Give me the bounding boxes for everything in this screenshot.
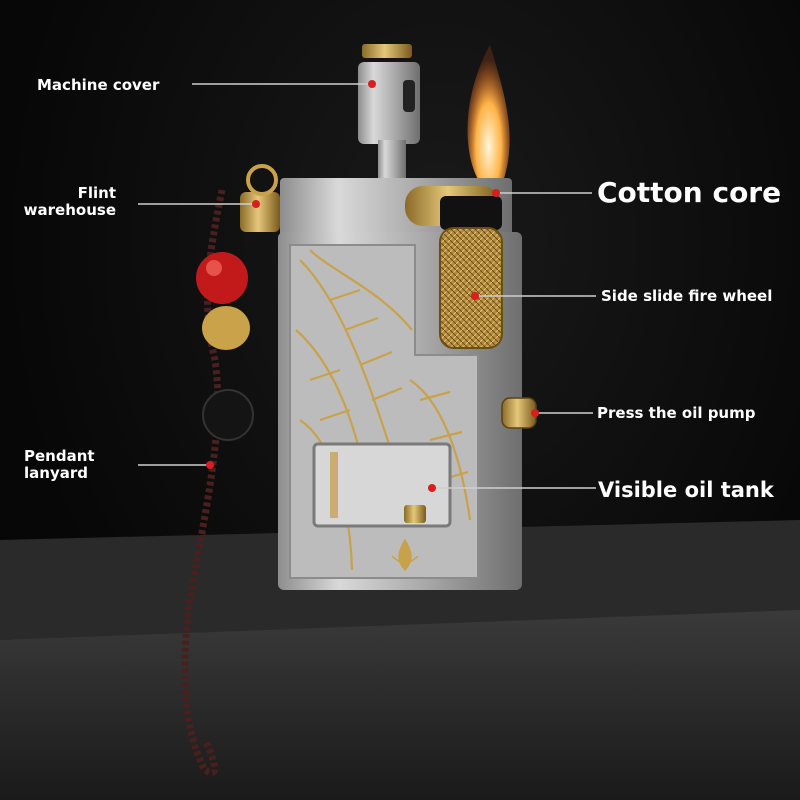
label-cotton-core: Cotton core [597, 176, 782, 209]
wheel-cap [440, 196, 502, 230]
fleur-de-lis-emblem [391, 538, 419, 572]
lanyard-ring [246, 164, 278, 196]
tank-fitting [404, 505, 426, 523]
label-pendant-lanyard: Pendant lanyard [24, 447, 95, 483]
cover-screw [362, 44, 412, 58]
callout-lines [138, 83, 596, 489]
label-flint-warehouse: Flint warehouse [23, 184, 116, 220]
cover-hole [403, 80, 415, 112]
flint-screw [240, 192, 280, 232]
black-bead [202, 389, 254, 441]
display-box-front [0, 610, 800, 800]
callout-dots [206, 80, 539, 492]
tank-reflection [330, 452, 338, 518]
gold-bead [202, 306, 250, 350]
red-bead [196, 252, 248, 304]
oil-pump-button [501, 397, 537, 429]
cover-arm [378, 140, 406, 180]
label-visible-oil-tank: Visible oil tank [598, 478, 774, 502]
label-side-slide-fire-wheel: Side slide fire wheel [601, 287, 773, 305]
flame [467, 45, 510, 190]
label-machine-cover: Machine cover [37, 76, 160, 94]
label-press-the-oil-pump: Press the oil pump [597, 404, 756, 422]
side-fire-wheel [439, 227, 503, 349]
